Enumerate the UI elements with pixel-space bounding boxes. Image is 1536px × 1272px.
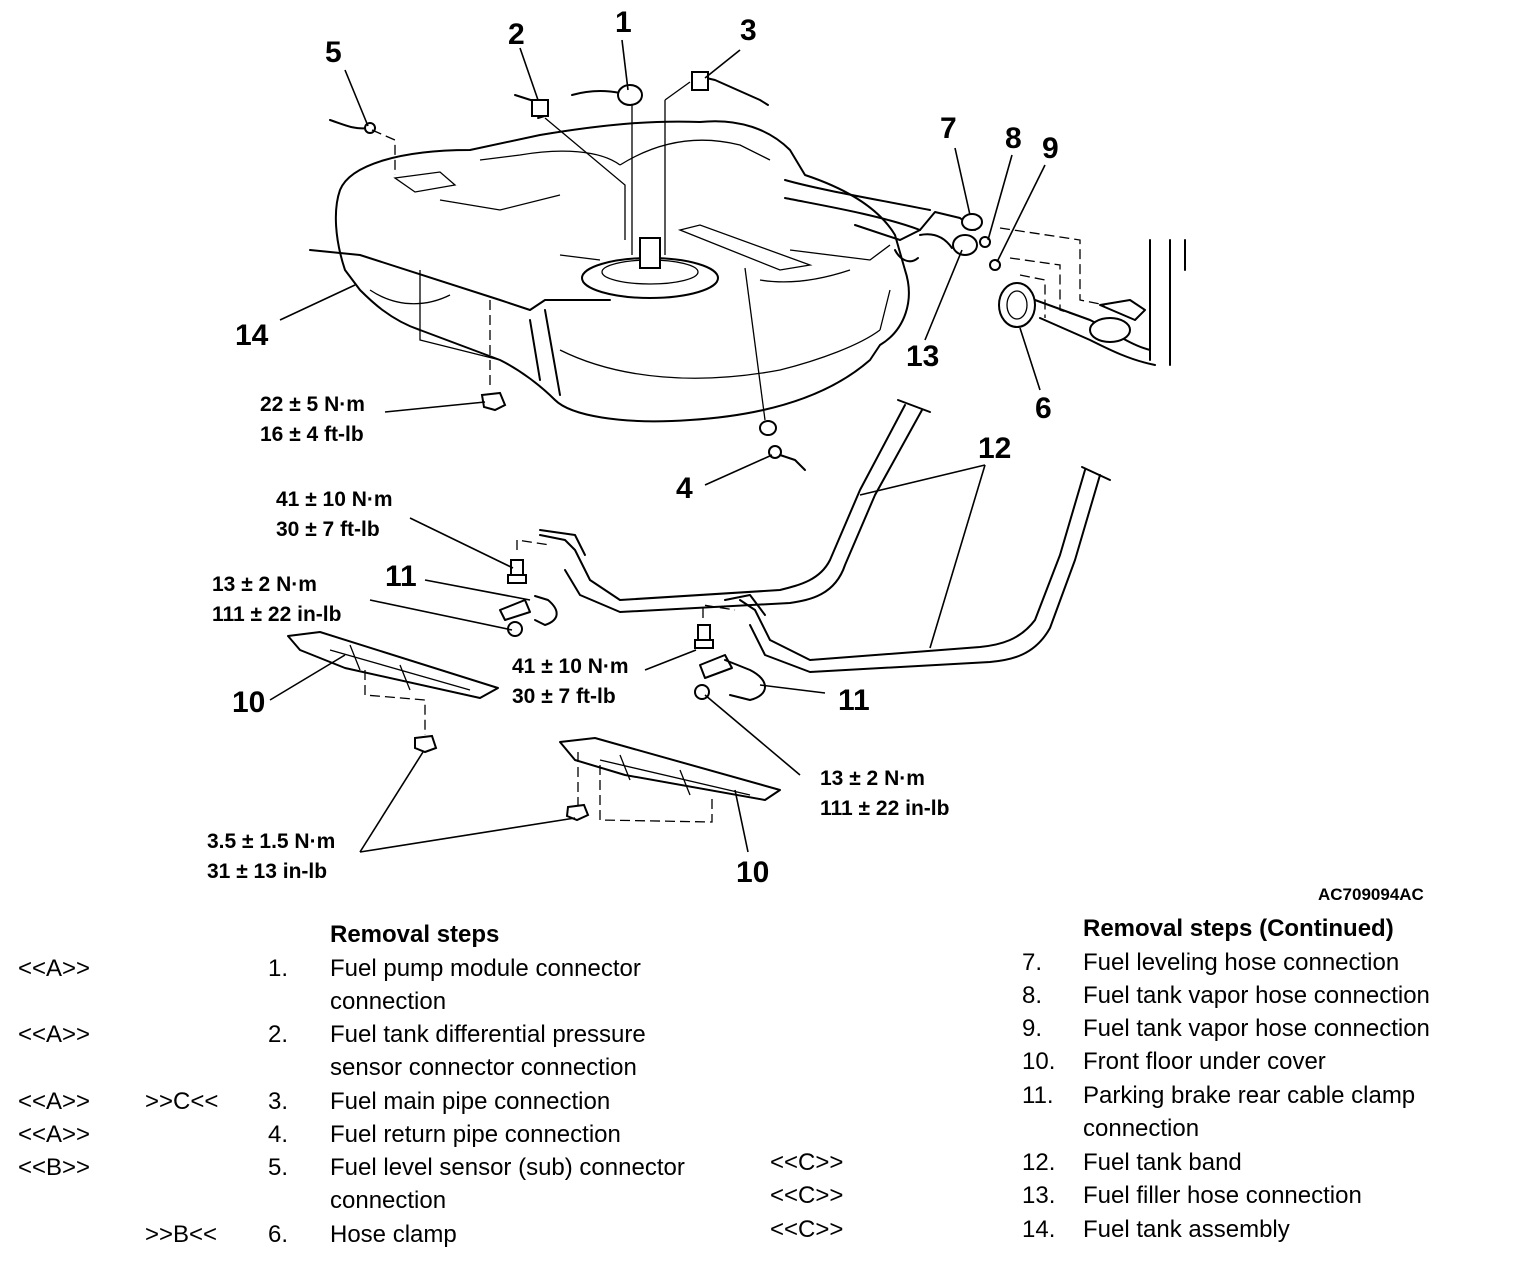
step-2-number: 2. <box>268 1021 289 1048</box>
step-12-code: <<C>> <box>770 1149 844 1176</box>
step-7-number: 7. <box>1022 949 1043 976</box>
callout-3: 3 <box>740 14 757 47</box>
step-13-text: Fuel filler hose connection <box>1083 1182 1362 1209</box>
callout-2: 2 <box>508 18 525 51</box>
callout-10-left: 10 <box>232 686 265 719</box>
step-3-number: 3. <box>268 1088 289 1115</box>
callout-11-left: 11 <box>385 560 417 593</box>
step-12-number: 12. <box>1022 1149 1056 1176</box>
step-4-code: <<A>> <box>18 1121 91 1148</box>
torque-41-nm-lower: 41 ± 10 N·m <box>512 655 629 678</box>
torque-3-5-nm: 3.5 ± 1.5 N·m <box>207 830 335 853</box>
step-6-install-code: >>B<< <box>145 1221 218 1248</box>
step-11-text-line2: connection <box>1083 1115 1200 1142</box>
step-6-text: Hose clamp <box>330 1221 457 1248</box>
step-14-number: 14. <box>1022 1216 1056 1243</box>
fuel-tank-illustration <box>309 120 910 423</box>
callout-4: 4 <box>676 472 693 505</box>
step-7-text: Fuel leveling hose connection <box>1083 949 1400 976</box>
callout-8: 8 <box>1005 122 1022 155</box>
removal-steps-title: Removal steps <box>330 921 500 948</box>
step-2-text-line1: Fuel tank differential pressure <box>330 1021 646 1048</box>
torque-41-nm-upper: 41 ± 10 N·m <box>276 488 393 511</box>
fuel-tank-exploded-diagram: 1 2 3 4 5 6 7 8 9 10 10 11 11 12 13 14 2… <box>207 6 1424 900</box>
step-13-code: <<C>> <box>770 1182 844 1209</box>
removal-steps-continued-title: Removal steps (Continued) <box>1083 915 1394 942</box>
step-10-number: 10. <box>1022 1048 1056 1075</box>
step-2-code: <<A>> <box>18 1021 91 1048</box>
callout-numbers: 1 2 3 4 5 6 7 8 9 10 10 11 11 12 13 14 <box>232 6 1059 889</box>
step-3-install-code: >>C<< <box>145 1088 219 1115</box>
step-1-code: <<A>> <box>18 955 91 982</box>
torque-111-inlb-lower: 111 ± 22 in-lb <box>820 797 949 820</box>
torque-16-ftlb: 16 ± 4 ft-lb <box>260 423 364 446</box>
step-3-text: Fuel main pipe connection <box>330 1088 611 1115</box>
step-4-number: 4. <box>268 1121 289 1148</box>
callout-11-right: 11 <box>838 684 870 717</box>
torque-13-nm-lower: 13 ± 2 N·m <box>820 767 925 790</box>
step-1-number: 1. <box>268 955 289 982</box>
step-11-number: 11. <box>1022 1082 1054 1109</box>
torque-specifications: 22 ± 5 N·m 16 ± 4 ft-lb 41 ± 10 N·m 30 ±… <box>207 393 949 883</box>
torque-30-ftlb-upper: 30 ± 7 ft-lb <box>276 518 380 541</box>
callout-14: 14 <box>235 319 269 352</box>
step-3-code: <<A>> <box>18 1088 91 1115</box>
pipe-4-connector <box>480 267 806 471</box>
filler-neck-assembly <box>784 179 1186 366</box>
step-10-text: Front floor under cover <box>1083 1048 1326 1075</box>
torque-22-nm: 22 ± 5 N·m <box>260 393 365 416</box>
callout-6: 6 <box>1035 392 1052 425</box>
torque-30-ftlb-lower: 30 ± 7 ft-lb <box>512 685 616 708</box>
callout-9: 9 <box>1042 132 1059 165</box>
callout-12: 12 <box>978 432 1011 465</box>
step-9-text: Fuel tank vapor hose connection <box>1083 1015 1430 1042</box>
step-8-text: Fuel tank vapor hose connection <box>1083 982 1430 1009</box>
step-5-text-line1: Fuel level sensor (sub) connector <box>330 1154 685 1181</box>
step-8-number: 8. <box>1022 982 1043 1009</box>
torque-31-inlb: 31 ± 13 in-lb <box>207 860 327 883</box>
step-9-number: 9. <box>1022 1015 1043 1042</box>
step-4-text: Fuel return pipe connection <box>330 1121 621 1148</box>
step-6-number: 6. <box>268 1221 289 1248</box>
step-14-text: Fuel tank assembly <box>1083 1216 1290 1243</box>
callout-leader-lines <box>269 39 1046 853</box>
step-13-number: 13. <box>1022 1182 1056 1209</box>
step-1-text-line2: connection <box>330 988 447 1015</box>
callout-1: 1 <box>615 6 632 39</box>
step-12-text: Fuel tank band <box>1083 1149 1242 1176</box>
step-5-code: <<B>> <box>18 1154 91 1181</box>
top-connectors <box>329 71 769 255</box>
step-5-number: 5. <box>268 1154 289 1181</box>
callout-10-right: 10 <box>736 856 769 889</box>
callout-7: 7 <box>940 112 957 145</box>
step-2-text-line2: sensor connector connection <box>330 1054 637 1081</box>
step-11-text-line1: Parking brake rear cable clamp <box>1083 1082 1416 1109</box>
step-5-text-line2: connection <box>330 1187 447 1214</box>
torque-13-nm-upper: 13 ± 2 N·m <box>212 573 317 596</box>
step-1-text-line1: Fuel pump module connector <box>330 955 641 982</box>
image-code: AC709094AC <box>1318 885 1424 900</box>
torque-111-inlb-upper: 111 ± 22 in-lb <box>212 603 341 626</box>
step-14-code: <<C>> <box>770 1216 844 1243</box>
front-floor-under-covers <box>287 631 781 823</box>
callout-13: 13 <box>906 340 939 373</box>
callout-5: 5 <box>325 36 342 69</box>
